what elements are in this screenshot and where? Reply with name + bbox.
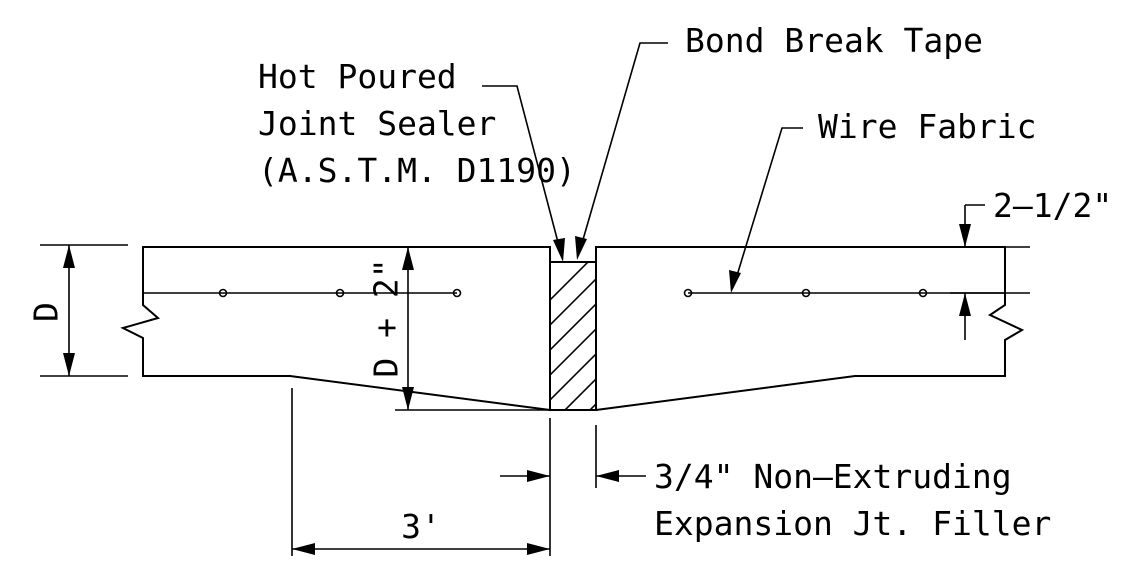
- label-distance: 3': [401, 507, 441, 546]
- label-bond-break: Bond Break Tape: [685, 21, 983, 60]
- label-wire-fabric: Wire Fabric: [818, 107, 1037, 146]
- label-hot-poured-1: Hot Poured: [258, 57, 457, 96]
- label-hot-poured-2: Joint Sealer: [258, 104, 496, 143]
- leader-bond-break: [575, 42, 668, 260]
- label-cover: 2–1/2": [993, 186, 1112, 225]
- label-filler-2: Expansion Jt. Filler: [654, 504, 1051, 543]
- joint-width-dimension: [500, 425, 646, 488]
- label-d: D: [27, 302, 66, 322]
- left-slab: [120, 246, 552, 412]
- leader-hot-poured: [482, 85, 565, 262]
- label-d-plus-2: D + 2": [367, 258, 406, 377]
- right-slab: [594, 246, 1025, 412]
- dimension-d-plus-2: D + 2": [367, 247, 550, 411]
- leader-wire-fabric: [729, 127, 803, 293]
- dimension-d: D: [27, 244, 128, 377]
- dimension-cover: 2–1/2": [950, 186, 1112, 340]
- dimension-3ft: 3': [291, 388, 551, 556]
- label-hot-poured-3: (A.S.T.M. D1190): [258, 151, 576, 190]
- label-filler-1: 3/4" Non–Extruding: [654, 457, 1012, 496]
- wire-fabric-left: [143, 288, 462, 298]
- expansion-joint-filler: [549, 261, 597, 411]
